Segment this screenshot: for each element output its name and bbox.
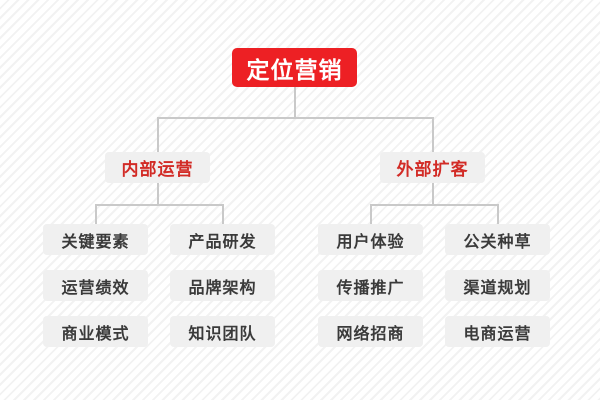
leaf-node[interactable]: 网络招商 <box>318 316 423 347</box>
leaf-node-label: 产品研发 <box>188 231 257 251</box>
connector-left-branch-stem <box>157 183 159 205</box>
leaf-node-label: 网络招商 <box>336 323 405 343</box>
leaf-node-label: 品牌架构 <box>188 277 257 297</box>
branch-node-external-expansion[interactable]: 外部扩客 <box>380 152 485 183</box>
connector-branch-drop-left <box>157 117 159 152</box>
branch-node-label: 外部扩客 <box>396 160 469 180</box>
connector-right-leaf-drop-col2 <box>497 204 499 224</box>
leaf-node[interactable]: 商业模式 <box>43 316 148 347</box>
leaf-node-label: 电商运营 <box>463 323 532 343</box>
leaf-node-label: 传播推广 <box>336 277 405 297</box>
root-node-label: 定位营销 <box>246 57 343 84</box>
connector-left-leaf-drop-col1 <box>95 204 97 224</box>
leaf-node-label: 渠道规划 <box>463 277 532 297</box>
leaf-node[interactable]: 传播推广 <box>318 270 423 301</box>
branch-node-internal-operations[interactable]: 内部运营 <box>105 152 210 183</box>
leaf-node-label: 关键要素 <box>61 231 130 251</box>
connector-left-leaf-drop-col2 <box>222 204 224 224</box>
connector-right-leaf-drop-col1 <box>370 204 372 224</box>
leaf-node-label: 用户体验 <box>336 231 405 251</box>
leaf-node[interactable]: 知识团队 <box>170 316 275 347</box>
leaf-node[interactable]: 运营绩效 <box>43 270 148 301</box>
connector-right-leaf-bar <box>370 204 499 206</box>
connector-left-leaf-bar <box>95 204 224 206</box>
branch-node-label: 内部运营 <box>121 160 194 180</box>
connector-branch-bar <box>157 117 434 119</box>
leaf-node-label: 知识团队 <box>188 323 257 343</box>
leaf-node[interactable]: 用户体验 <box>318 224 423 255</box>
leaf-node[interactable]: 电商运营 <box>445 316 550 347</box>
connector-branch-drop-right <box>432 117 434 152</box>
connector-root-stem <box>294 87 296 117</box>
leaf-node[interactable]: 产品研发 <box>170 224 275 255</box>
leaf-node-label: 运营绩效 <box>61 277 130 297</box>
leaf-node-label: 商业模式 <box>61 323 130 343</box>
leaf-node[interactable]: 关键要素 <box>43 224 148 255</box>
root-node[interactable]: 定位营销 <box>232 48 357 87</box>
leaf-node[interactable]: 品牌架构 <box>170 270 275 301</box>
connector-right-branch-stem <box>432 183 434 205</box>
leaf-node-label: 公关种草 <box>463 231 532 251</box>
leaf-node[interactable]: 公关种草 <box>445 224 550 255</box>
leaf-node[interactable]: 渠道规划 <box>445 270 550 301</box>
